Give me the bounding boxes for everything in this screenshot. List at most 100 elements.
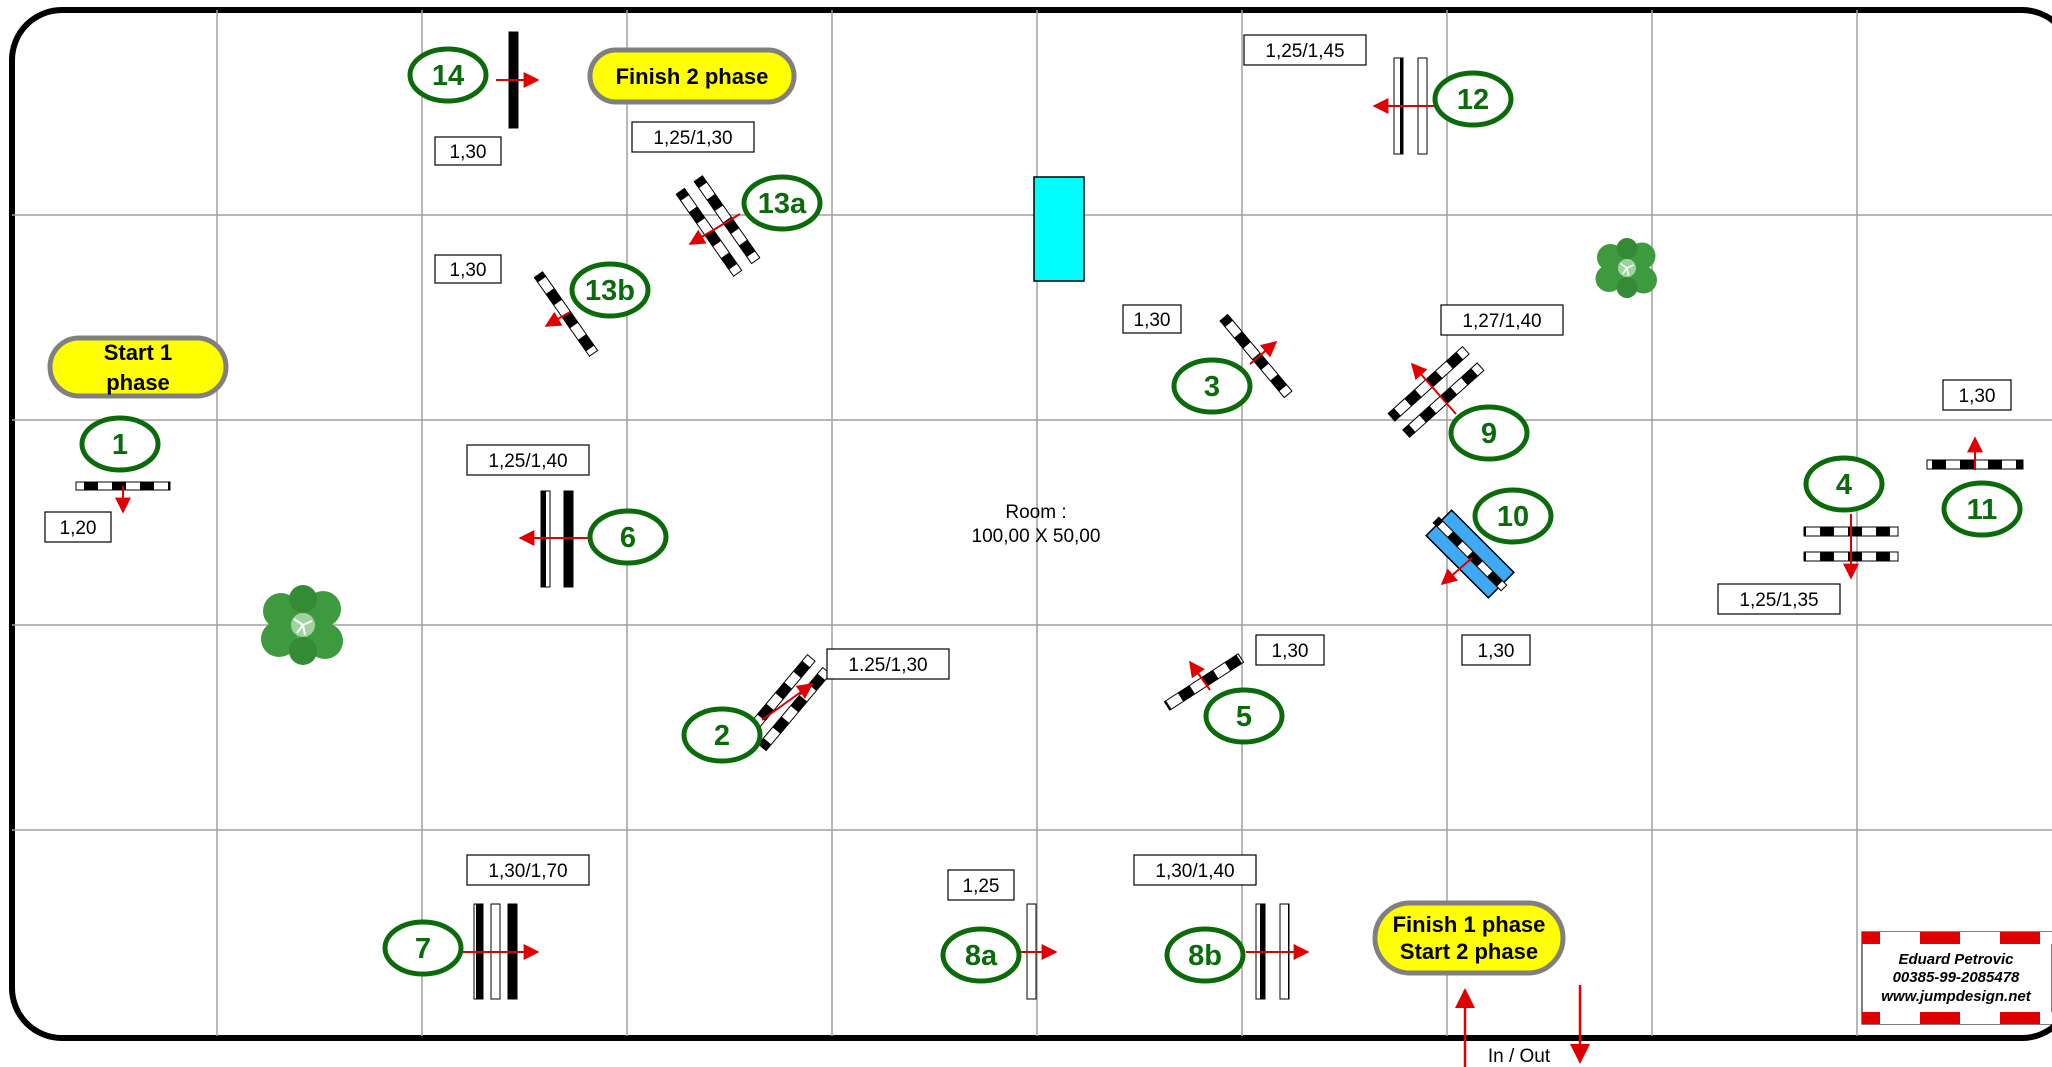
height-label: 1,25/1,35 [1717,583,1841,615]
fence-number-label: 7 [415,933,431,965]
fence-1 [75,481,171,514]
finish2-text: Finish 2 phase [616,64,769,89]
arena-border [9,7,2052,1041]
fence-3 [1219,313,1293,399]
fence-number-14: 14 [407,46,489,104]
fence-number-6: 6 [587,508,669,566]
height-label-text: 1,30 [1272,641,1309,662]
fence-number-8a: 8a [940,926,1022,984]
fence-number-2: 2 [681,706,763,764]
height-label-text: 1,25 [963,876,1000,897]
height-label: 1,30/1,70 [466,854,590,886]
fence-number-label: 13b [585,275,635,307]
height-label-text: 1,30 [450,260,487,281]
height-label: 1,25/1,40 [466,444,590,476]
fence-number-label: 8b [1188,940,1222,972]
fence-10-arrow [1440,557,1473,586]
fence-number-4: 4 [1803,455,1885,513]
fence-number-13b: 13b [569,261,651,319]
fence-10 [1425,509,1515,599]
fence-number-10: 10 [1472,487,1554,545]
height-label-text: 1,30/1,70 [488,861,567,882]
height-label: 1,25/1,45 [1243,34,1367,66]
fence-6 [518,490,592,588]
height-label-text: 1,25/1,35 [1739,590,1818,611]
height-label: 1.25/1,30 [826,648,950,680]
fence-2-arrow [761,683,814,721]
in-out-label: In / Out [1488,1046,1551,1067]
fence-number-9: 9 [1448,404,1530,462]
height-label: 1,30 [1122,304,1182,334]
start1-line1: Start 1 [104,340,172,365]
height-label-text: 1,25/1,30 [653,128,732,149]
height-label: 1,30 [1461,634,1531,666]
fence-number-8b: 8b [1164,926,1246,984]
height-label: 1,30 [1942,379,2012,411]
fence-number-label: 2 [714,720,730,752]
arena-grid [12,10,2052,1036]
height-label: 1,20 [44,511,112,543]
fence-number-label: 12 [1457,84,1489,116]
start1-line2: phase [106,370,170,395]
height-label-text: 1,27/1,40 [1462,311,1541,332]
room-label: Room : [1005,502,1066,523]
height-label-text: 1,30 [1959,386,1996,407]
fence-number-label: 14 [432,60,464,92]
fence-8a [1018,903,1058,1000]
height-label: 1,25 [947,869,1015,901]
credit-name: Eduard Petrovic [1898,951,2014,968]
height-label-text: 1,30 [1478,641,1515,662]
fence-number-label: 11 [1967,494,1998,526]
finish1-line2: Start 2 phase [1400,939,1538,964]
fence-8b [1246,903,1310,1000]
height-label-text: 1,30 [1134,310,1171,331]
fence-number-label: 13a [758,188,807,220]
height-label: 1,30 [434,254,502,284]
height-label: 1,30 [1255,634,1325,666]
fence-number-11: 11 [1941,480,2023,538]
start-1-phase-pill: Start 1 phase [47,335,229,399]
fence-number-12: 12 [1432,70,1514,128]
height-label: 1,30 [434,136,502,166]
finish-1-start-2-pill: Finish 1 phase Start 2 phase [1372,900,1566,976]
height-label: 1,30/1,40 [1133,854,1257,886]
room-size: 100,00 X 50,00 [972,526,1101,547]
fence-14 [496,31,540,129]
fence-5-arrow [1189,660,1211,691]
water-tray [1033,176,1085,282]
fence-number-label: 8a [965,940,998,972]
fence-11 [1926,436,2024,470]
fence-number-label: 3 [1204,371,1220,403]
height-label-text: 1,30/1,40 [1155,861,1234,882]
designer-credit: Eduard Petrovic 00385-99-2085478 www.jum… [1861,931,2052,1025]
fence-13a-arrow [688,213,741,245]
height-label: 1,27/1,40 [1440,304,1564,336]
fence-number-label: 6 [620,522,636,554]
height-label-text: 1,25/1,45 [1265,41,1344,62]
tree-icon [260,584,344,666]
fence-number-1: 1 [79,415,161,473]
height-label-text: 1,30 [450,142,487,163]
fence-number-3: 3 [1171,357,1253,415]
fence-number-label: 10 [1497,501,1529,533]
tree-icon [1594,237,1658,299]
fence-3-arrow [1249,340,1278,365]
credit-phone: 00385-99-2085478 [1893,969,2020,986]
fence-7 [462,903,540,1000]
fence-number-13a: 13a [741,174,823,232]
finish-2-phase-pill: Finish 2 phase [587,47,797,105]
fence-number-label: 5 [1236,701,1252,733]
fence-number-5: 5 [1203,687,1285,745]
fence-number-label: 1 [112,429,128,461]
fence-9-arrow [1410,362,1457,415]
height-label-text: 1.25/1,30 [848,655,927,676]
fence-number-label: 9 [1481,418,1497,450]
fence-13b-arrow [544,311,571,327]
height-label: 1,25/1,30 [631,121,755,153]
finish1-line1: Finish 1 phase [1393,912,1546,937]
fence-12 [1372,57,1440,155]
fence-number-7: 7 [382,919,464,977]
height-label-text: 1,25/1,40 [488,451,567,472]
fence-4 [1803,514,1899,580]
